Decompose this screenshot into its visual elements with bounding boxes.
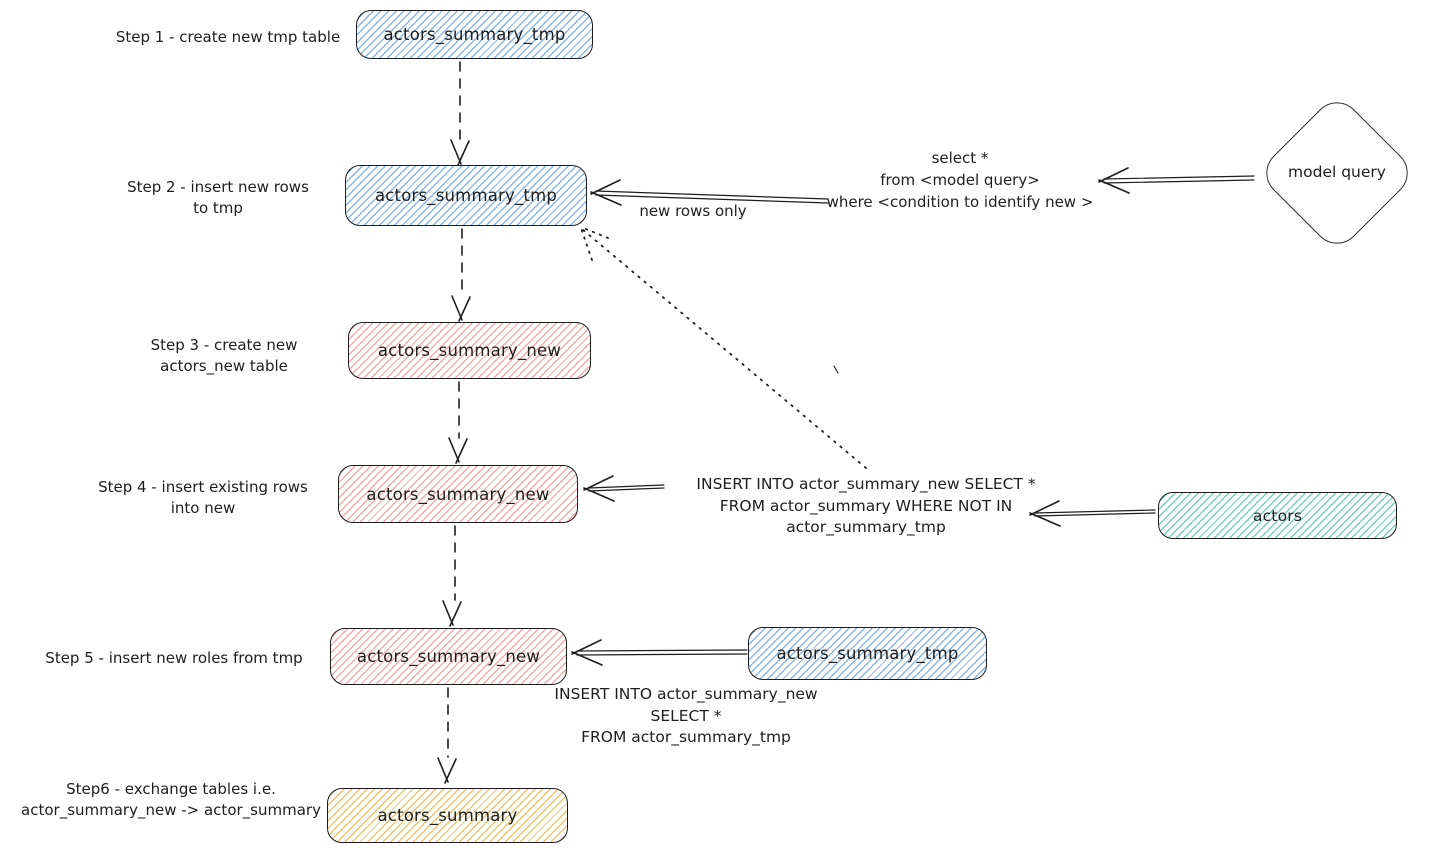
node-label: actors_summary_tmp [383,25,566,44]
new-rows-only-label: new rows only [628,201,758,223]
step3-label-line2: actors_new table [160,357,288,375]
stray-tick-mark [833,365,839,374]
node-label: actors_summary_tmp [776,644,959,663]
step5-label: Step 5 - insert new roles from tmp [24,648,324,669]
node-actors-summary-new-step5: actors_summary_new [330,628,567,685]
dotted-arrow-insert-existing-to-step2 [580,226,867,469]
dashed-arrow-step5-to-step6 [437,687,457,784]
model-query-label: model query [1288,163,1386,181]
node-actors-summary-tmp-source: actors_summary_tmp [748,627,987,680]
insert-existing-line1: INSERT INTO actor_summary_new SELECT * [696,475,1036,493]
step6-label-line1: Step6 - exchange tables i.e. [66,780,276,798]
insert-new-line3: FROM actor_summary_tmp [581,728,791,746]
select-query-line3: where <condition to identify new > [826,193,1094,211]
step2-label-line1: Step 2 - insert new rows [127,178,309,196]
step3-label: Step 3 - create new actors_new table [124,335,324,377]
node-label: actors_summary_new [366,484,550,504]
select-query-line2: from <model query> [880,171,1040,189]
dashed-arrow-step4-to-step5 [442,525,462,627]
arrow-tmp-to-step5 [571,639,748,666]
insert-existing-annotation: INSERT INTO actor_summary_new SELECT * F… [656,474,1076,539]
step1-label: Step 1 - create new tmp table [98,27,358,48]
dashed-arrow-step2-to-step3 [451,228,471,322]
node-label: actors_summary_new [377,341,562,360]
node-actors-summary-new-step3: actors_summary_new [348,322,591,379]
step6-label: Step6 - exchange tables i.e. actor_summa… [14,779,328,821]
node-label: actors_summary [377,806,518,825]
step4-label-line1: Step 4 - insert existing rows [98,478,308,496]
node-label: actors_summary_tmp [374,186,558,205]
arrow-select-query-to-step2 [590,179,829,206]
node-label: actors [1252,506,1303,525]
step4-label: Step 4 - insert existing rows into new [83,477,323,519]
node-actors-summary-tmp-step2: actors_summary_tmp [345,165,587,226]
node-actors-summary-tmp-step1: actors_summary_tmp [356,10,593,59]
insert-existing-line2: FROM actor_summary WHERE NOT IN [719,496,1013,515]
dashed-arrow-step3-to-step4 [448,381,468,464]
arrow-insert-existing-to-step4 [583,475,665,502]
node-label: actors_summary_new [356,647,541,666]
step1-label-line1: Step 1 - create new tmp table [115,28,341,46]
select-query-annotation: select * from <model query> where <condi… [810,147,1110,213]
arrow-model-query-to-select [1098,167,1255,194]
insert-existing-line3: actor_summary_tmp [786,518,946,536]
dashed-arrow-step1-to-step2 [450,61,470,166]
node-actors: actors [1158,492,1397,539]
node-actors-summary-result: actors_summary [327,788,568,843]
node-actors-summary-new-step4: actors_summary_new [338,465,578,523]
step3-label-line1: Step 3 - create new [150,336,298,354]
insert-new-line2: SELECT * [650,706,722,725]
step2-label: Step 2 - insert new rows to tmp [108,177,328,219]
insert-new-line1: INSERT INTO actor_summary_new [554,685,818,703]
arrow-actors-to-insert-existing [1029,500,1156,527]
new-rows-only-text: new rows only [639,202,747,220]
step6-label-line2: actor_summary_new -> actor_summary [21,801,321,819]
select-query-line1: select * [931,149,989,167]
step4-label-line2: into new [170,499,236,517]
step2-label-line2: to tmp [193,199,243,217]
insert-new-annotation: INSERT INTO actor_summary_new SELECT * F… [528,684,844,749]
step5-label-line1: Step 5 - insert new roles from tmp [45,649,303,667]
